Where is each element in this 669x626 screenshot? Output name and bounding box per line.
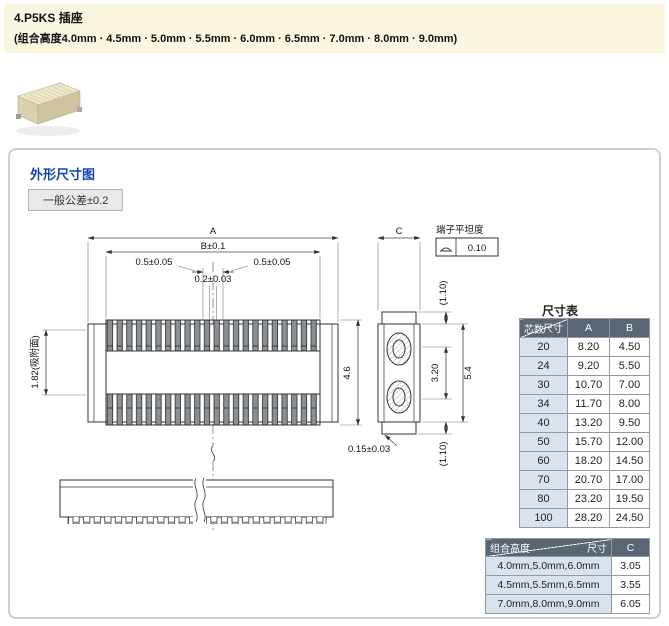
dim-pitch-left-label: 0.5±0.05	[136, 257, 173, 268]
cell-heights: 4.0mm,5.0mm,6.0mm	[485, 556, 612, 576]
cell-b: 14.50	[609, 451, 650, 471]
flatness-callout: 端子平坦度 0.10	[435, 224, 499, 257]
flatness-symbol-icon	[440, 247, 452, 252]
page-title: 4.P5KS 插座	[14, 11, 83, 25]
flatness-label: 端子平坦度	[436, 224, 484, 236]
cell-heights: 4.5mm,5.5mm,6.5mm	[485, 575, 612, 595]
cell-b: 4.50	[609, 337, 650, 357]
dim-mid-label: 3.20	[430, 364, 441, 383]
dim-b-label: B±0.1	[201, 241, 226, 252]
bottom-front-view	[59, 477, 334, 527]
dim-46-label: 4.6	[342, 366, 353, 379]
cell-pins: 40	[519, 413, 568, 433]
dim-a-label: A	[210, 226, 217, 237]
cell-pins: 80	[519, 489, 568, 509]
cell-b: 19.50	[609, 489, 650, 509]
cell-a: 10.70	[567, 375, 610, 395]
page-header: 4.P5KS 插座 (组合高度4.0mm · 4.5mm · 5.0mm · 5…	[4, 4, 665, 53]
cell-pins: 20	[519, 337, 568, 357]
cell-b: 8.00	[609, 394, 650, 414]
cell-b: 7.00	[609, 375, 650, 395]
cell-b: 9.50	[609, 413, 650, 433]
dim-suction-label: 1.82(吸附面)	[29, 335, 41, 388]
section-title: 外形尺寸图	[30, 167, 96, 182]
cell-heights: 7.0mm,8.0mm,9.0mm	[485, 594, 612, 614]
size-table-header-row: 尺寸 芯数 A B	[519, 318, 650, 338]
cell-pins: 50	[519, 432, 568, 452]
corner-label-stack-height: 组合高度	[490, 544, 530, 555]
column-header-b: B	[609, 318, 650, 338]
size-table-corner-cell: 尺寸 芯数	[519, 318, 568, 338]
connector-photo	[16, 82, 82, 136]
dim-standoff-label: 0.15±0.03	[348, 444, 390, 455]
corner-label-size: 尺寸	[543, 324, 563, 335]
cell-pins: 100	[519, 508, 568, 528]
dim-gap-top-label: (1.10)	[438, 281, 449, 306]
dim-pitch-right-label: 0.5±0.05	[254, 257, 291, 268]
dim-c-label: C	[396, 226, 403, 237]
cell-a: 8.20	[567, 337, 610, 357]
dim-total-label: 5.4	[463, 366, 474, 379]
height-table-header-row: 尺寸 组合高度 C	[485, 538, 650, 557]
cell-a: 9.20	[567, 356, 610, 376]
dim-pin-width-label: 0.2±0.03	[195, 274, 232, 285]
flatness-value: 0.10	[468, 243, 487, 254]
cell-a: 11.70	[567, 394, 610, 414]
size-table-title: 尺寸表	[542, 304, 579, 318]
column-header-c: C	[611, 538, 650, 557]
cell-c: 3.05	[611, 556, 650, 576]
cell-b: 17.00	[609, 470, 650, 490]
cell-pins: 24	[519, 356, 568, 376]
technical-drawing: A B±0.1 0.5±0.05 0.5±0.05 0.2±0.03 1.82(…	[29, 224, 499, 530]
cell-a: 23.20	[567, 489, 610, 509]
side-view	[377, 311, 421, 435]
cell-b: 12.00	[609, 432, 650, 452]
cell-a: 15.70	[567, 432, 610, 452]
cell-b: 5.50	[609, 356, 650, 376]
cell-a: 13.20	[567, 413, 610, 433]
cell-pins: 60	[519, 451, 568, 471]
cell-pins: 70	[519, 470, 568, 490]
cell-a: 18.20	[567, 451, 610, 471]
cell-c: 3.55	[611, 575, 650, 595]
cell-c: 6.05	[611, 594, 650, 614]
cell-a: 28.20	[567, 508, 610, 528]
side-view-dimensions	[377, 235, 468, 447]
cell-pins: 30	[519, 375, 568, 395]
page-subtitle: (组合高度4.0mm · 4.5mm · 5.0mm · 5.5mm · 6.0…	[14, 32, 458, 45]
tolerance-note: 一般公差±0.2	[28, 189, 124, 211]
main-view-dimensions	[42, 235, 362, 426]
corner-label-pins: 芯数	[524, 325, 544, 336]
height-table-corner-cell: 尺寸 组合高度	[485, 538, 612, 557]
corner-label-size: 尺寸	[587, 544, 607, 555]
cell-pins: 34	[519, 394, 568, 414]
cell-b: 24.50	[609, 508, 650, 528]
dim-gap-bottom-label: (1.10)	[438, 442, 449, 467]
main-top-view	[87, 319, 339, 426]
column-header-a: A	[567, 318, 610, 338]
cell-a: 20.70	[567, 470, 610, 490]
